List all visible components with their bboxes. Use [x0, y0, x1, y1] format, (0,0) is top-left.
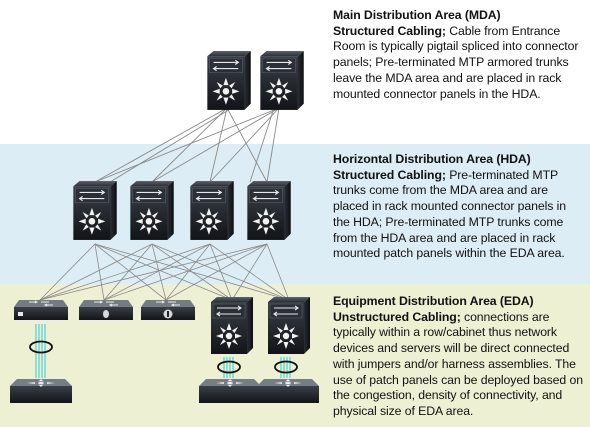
mda-hda-links: [94, 107, 280, 183]
cable-bundle-ring-icon: [29, 340, 298, 374]
mda-title: Main Distribution Area (MDA): [333, 8, 501, 22]
server-icon: [10, 379, 72, 403]
hda-description: Horizontal Distribution Area (HDA) Struc…: [333, 152, 585, 262]
mda-body: Cable from Entrance Room is typically pi…: [333, 23, 579, 101]
hda-eda-links: [39, 243, 290, 301]
hda-switch-2: [129, 180, 175, 241]
eda-lead: Unstructured Cabling;: [333, 309, 461, 324]
mda-switch-2: [259, 50, 305, 111]
eda-title: Equipment Distribution Area (EDA): [333, 294, 534, 308]
eda-chassis-switch-2: [267, 296, 311, 355]
mda-description: Main Distribution Area (MDA) Structured …: [333, 8, 585, 102]
server-icon: [199, 379, 261, 403]
hda-switch-3: [189, 180, 235, 241]
mda-lead: Structured Cabling;: [333, 23, 446, 38]
hda-switch-1: [72, 180, 118, 241]
eda-access-switch-2: [78, 299, 134, 321]
mda-switch-1: [206, 50, 252, 111]
eda-access-switch-3: [140, 299, 196, 321]
server-icon: [257, 379, 319, 403]
hda-body: Pre-terminated MTP trunks come from the …: [333, 167, 567, 261]
eda-body: connections are typically within a row/c…: [333, 309, 583, 418]
hda-switch-4: [246, 180, 292, 241]
hda-title: Horizontal Distribution Area (HDA): [333, 152, 531, 166]
eda-access-switch-1: [13, 299, 69, 321]
eda-description: Equipment Distribution Area (EDA) Unstru…: [333, 294, 585, 420]
hda-lead: Structured Cabling;: [333, 167, 446, 182]
eda-chassis-switch-1: [210, 296, 254, 355]
